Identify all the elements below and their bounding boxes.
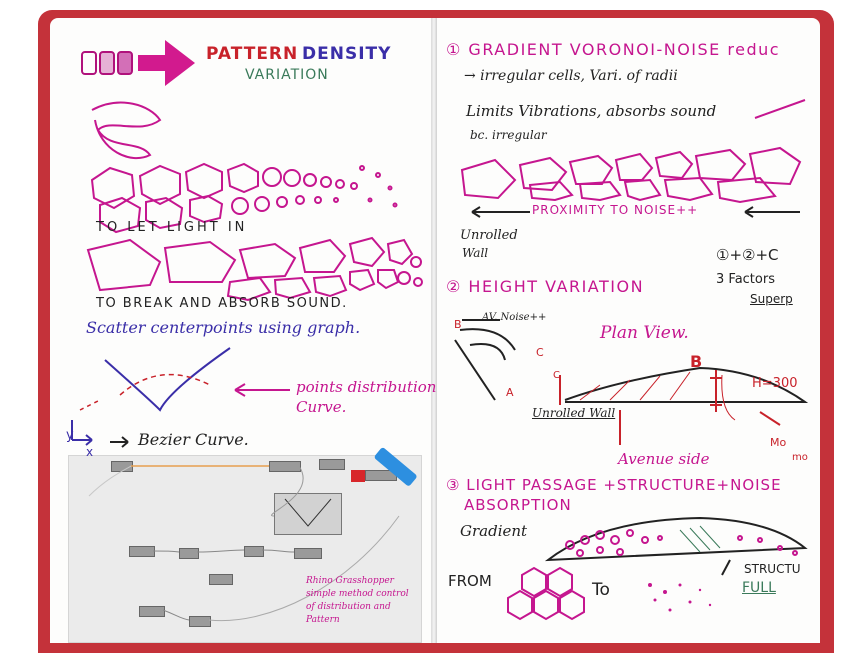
bezier-sketch xyxy=(71,347,290,448)
point-b-small-label: B xyxy=(454,318,462,331)
gh-wires xyxy=(88,465,400,622)
gh-node xyxy=(319,459,345,470)
caption-let-light-in: TO LET LIGHT IN xyxy=(96,220,248,235)
section-1-line-3: bc. irregular xyxy=(470,128,547,142)
to-label: To xyxy=(592,580,610,600)
title-pattern: PATTERN xyxy=(206,44,299,64)
gh-note-line-2: simple method control xyxy=(306,589,409,599)
hexagon-grid-sketch xyxy=(507,566,585,621)
point-c2-label: C xyxy=(553,370,560,381)
section-1-line-1: → irregular cells, Vari. of radii xyxy=(464,68,678,84)
section-3-title-line-1: ③ LIGHT PASSAGE +STRUCTURE+NOISE xyxy=(446,476,782,494)
note-scatter-centerpoints: Scatter centerpoints using graph. xyxy=(86,318,361,337)
note-curve: Curve. xyxy=(296,398,347,416)
height-variation-sketch xyxy=(454,99,809,445)
gh-note-line-1: Rhino Grasshopper xyxy=(306,576,394,586)
voronoi-strip-noise xyxy=(460,146,802,218)
mo-label-2: mo xyxy=(792,452,808,463)
point-a-label: A xyxy=(506,386,514,399)
factors-line-2: Superp xyxy=(750,292,793,306)
gh-node xyxy=(139,606,165,617)
mo-label: Mo xyxy=(770,436,787,449)
factors-equation: ①+②+C xyxy=(716,246,779,264)
gh-node xyxy=(209,574,233,585)
section-3-title-line-2: ABSORPTION xyxy=(464,496,572,514)
title-variation: VARIATION xyxy=(245,67,329,83)
avenue-side-label: Avenue side xyxy=(618,450,710,468)
bezier-curve-label: Bezier Curve. xyxy=(138,430,249,449)
section-1-line-2: Limits Vibrations, absorbs sound xyxy=(466,102,717,120)
axis-x-label: x xyxy=(86,445,94,459)
full-label: FULL xyxy=(742,580,776,596)
proximity-to-noise: PROXIMITY TO NOISE++ xyxy=(532,203,699,217)
section-1-title: ① GRADIENT VORONOI-NOISE reduc xyxy=(446,40,781,59)
gh-node xyxy=(244,546,264,557)
unrolled-wall-line-2: Wall xyxy=(462,246,489,260)
unrolled-wall-line-1: Unrolled xyxy=(460,228,518,243)
voronoi-strip-sound xyxy=(86,236,423,302)
caption-break-absorb-sound: TO BREAK AND ABSORB SOUND. xyxy=(96,296,348,311)
height-value-label: H=300 xyxy=(752,376,798,391)
title-density: DENSITY xyxy=(302,44,392,64)
av-noise-label: AV. Noise++ xyxy=(482,312,547,323)
from-label: FROM xyxy=(448,572,492,590)
point-b-label: B xyxy=(690,352,703,371)
gh-red-node xyxy=(351,470,365,482)
gh-node xyxy=(269,461,301,472)
dot-pattern-sketch xyxy=(648,583,712,612)
gradient-sketch xyxy=(544,516,808,576)
gh-node xyxy=(179,548,199,559)
gh-node xyxy=(189,616,211,627)
structure-label: STRUCTU xyxy=(744,562,801,576)
notebook-spine xyxy=(431,18,437,643)
axis-y-label: y xyxy=(66,428,74,443)
grasshopper-screenshot xyxy=(68,455,422,643)
point-c-label: C xyxy=(536,346,544,359)
section-2-title: ② HEIGHT VARIATION xyxy=(446,277,645,296)
unrolled-wall-label: Unrolled Wall xyxy=(532,406,616,420)
curl-sketch xyxy=(91,101,162,160)
gh-note-line-3: of distribution and xyxy=(306,602,391,612)
factors-line-1: 3 Factors xyxy=(716,272,775,287)
header-arrow-icon xyxy=(81,40,195,86)
gradient-label: Gradient xyxy=(460,522,528,540)
voronoi-strip-light xyxy=(90,162,398,234)
gh-node xyxy=(294,548,322,559)
plan-view-label: Plan View. xyxy=(600,323,689,343)
right-page xyxy=(436,18,820,643)
note-points-distribution: points distribution xyxy=(296,378,437,396)
gh-note-line-4: Pattern xyxy=(306,615,340,625)
gh-preview-panel xyxy=(274,493,342,535)
